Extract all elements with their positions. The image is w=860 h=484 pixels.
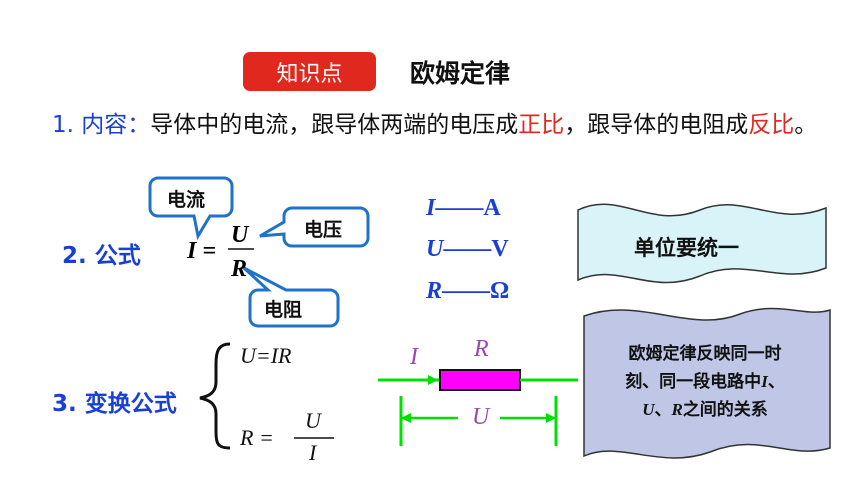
- law-content: 1. 内容：导体中的电流，跟导体两端的电压成正比，跟导体的电阻成反比。: [52, 108, 822, 142]
- formula-label: 2. 公式: [62, 243, 141, 269]
- note-relation-text: 欧姆定律反映同一时 刻、同一段电路中I、 U、R之间的关系: [600, 340, 810, 424]
- callout-voltage-shape: [259, 206, 370, 248]
- transform-eq2-numerator: U: [305, 408, 321, 433]
- formula-lhs: I =: [187, 238, 217, 264]
- callout-resistance-text: 电阻: [264, 299, 303, 321]
- note-relation-line2: 刻、同一段电路中I、: [625, 372, 785, 392]
- resistor-icon: [439, 369, 521, 391]
- topic-title: 欧姆定律: [410, 59, 511, 88]
- circuit-voltage-label: U: [472, 404, 490, 430]
- unit-row-current: I——A: [426, 195, 501, 221]
- callout-current-shape: [148, 176, 234, 241]
- transform-eq2-lhs: R =: [240, 425, 274, 450]
- note-relation-line3: U、R之间的关系: [642, 400, 768, 420]
- formula-numerator: U: [231, 222, 249, 248]
- transform-eq1: U=IR: [240, 343, 292, 368]
- content-label: 1. 内容：: [52, 112, 151, 138]
- voltage-arrow-left-icon: [401, 413, 411, 423]
- circuit-current-label: I: [410, 344, 418, 370]
- callout-current-text: 电流: [167, 189, 206, 211]
- callout-voltage-text: 电压: [304, 219, 343, 241]
- transform-brace: [199, 342, 231, 450]
- note-relation-line1: 欧姆定律反映同一时: [628, 344, 782, 364]
- current-arrow-icon: [428, 375, 438, 385]
- topic-badge: 知识点: [243, 52, 376, 91]
- content-highlight-inverse: 反比: [748, 112, 795, 138]
- callout-resistance-shape: [242, 266, 340, 328]
- unit-row-resistance: R——Ω: [426, 278, 510, 304]
- voltage-arrow-right-icon: [546, 413, 556, 423]
- content-highlight-proportional: 正比: [518, 112, 565, 138]
- circuit-resistor-label: R: [474, 336, 489, 362]
- note-relation-box: [583, 307, 831, 459]
- content-text-c: 。: [794, 112, 818, 138]
- note-unify-box: [577, 203, 827, 284]
- formula-denominator: R: [231, 256, 248, 282]
- note-unify-text: 单位要统一: [634, 236, 739, 260]
- transform-label: 3. 变换公式: [52, 391, 177, 417]
- content-text-b: ，跟导体的电阻成: [564, 112, 749, 138]
- unit-row-voltage: U——V: [426, 236, 509, 262]
- content-text-a: 导体中的电流，跟导体两端的电压成: [150, 112, 519, 138]
- transform-eq2-denominator: I: [309, 440, 317, 465]
